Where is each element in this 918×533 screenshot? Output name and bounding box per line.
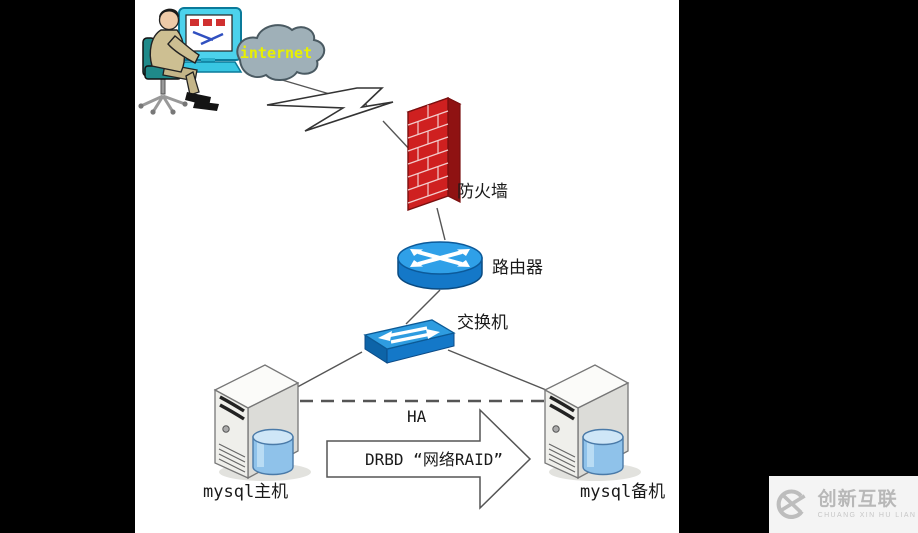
right-arrow-outline-icon <box>326 408 532 510</box>
connector-switch-to-backup <box>447 349 557 395</box>
router-label: 路由器 <box>492 258 543 278</box>
user-at-computer-icon <box>138 7 243 115</box>
cisco-router-icon <box>397 241 483 290</box>
chuangxin-logo-icon <box>776 488 806 519</box>
connector-bolt-to-firewall <box>382 120 413 153</box>
connector-firewall-to-router <box>436 207 446 241</box>
switch-label: 交换机 <box>457 313 508 333</box>
network-switch-icon <box>363 319 456 364</box>
connector-router-to-switch <box>405 289 441 325</box>
watermark-en-name: CHUANG XIN HU LIAN <box>817 512 917 519</box>
server-tower-database-icon <box>543 364 641 481</box>
mysql-backup-label: mysql备机 <box>580 482 665 502</box>
database-cylinder-icon <box>252 428 294 476</box>
database-cylinder-icon <box>582 428 624 476</box>
brick-wall-firewall-icon <box>406 97 462 211</box>
firewall-label: 防火墙 <box>457 182 508 202</box>
watermark-cn-name: 创新互联 <box>817 489 898 510</box>
drbd-label: DRBD “网络RAID” <box>365 450 503 469</box>
connector-switch-to-master <box>289 351 363 392</box>
ha-label: HA <box>407 407 427 426</box>
watermark-badge: 创新互联 CHUANG XIN HU LIAN <box>769 476 918 533</box>
server-tower-database-icon <box>213 364 311 481</box>
diagram-canvas: internet 防火墙 <box>135 0 679 533</box>
seated-person-icon <box>149 8 219 111</box>
internet-label: internet <box>240 44 312 62</box>
lightning-bolt-icon <box>266 87 394 132</box>
internet-cloud-icon: internet <box>236 24 326 81</box>
mysql-master-label: mysql主机 <box>203 482 288 502</box>
